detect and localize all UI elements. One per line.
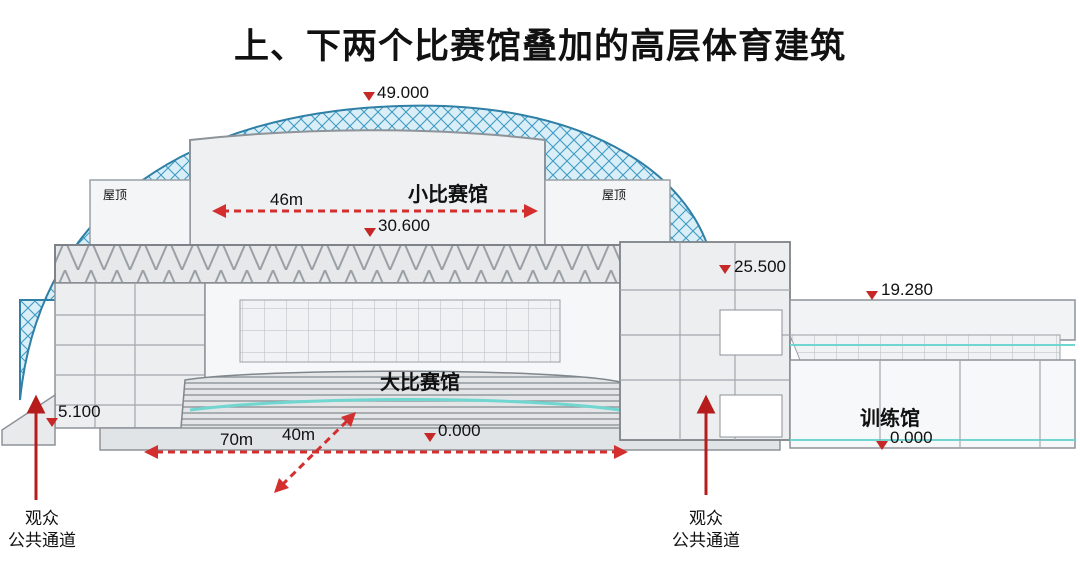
elevation-tower-label: 25.500: [734, 257, 786, 276]
big-arena-seating: [179, 370, 631, 446]
roof-label-left: 屋顶: [103, 188, 128, 202]
elevation-training-floor-label: 0.000: [890, 428, 933, 447]
public-passage-left: 观众 公共通道: [2, 508, 82, 552]
public-passage-right: 观众 公共通道: [664, 508, 748, 552]
public-passage-right-line2: 公共通道: [672, 531, 740, 550]
small-arena-label: 小比赛馆: [408, 184, 488, 206]
training-hall: [789, 359, 1076, 449]
training-hall-label: 训练馆: [860, 408, 920, 430]
arena-floor-cyan: [189, 398, 621, 412]
tower-window-lower: [719, 394, 783, 438]
elev-marker-25500: [719, 265, 731, 274]
small-arena-box: [189, 129, 546, 246]
main-truss: [54, 244, 696, 284]
elevation-markers: [46, 92, 888, 450]
elev-marker-19280: [866, 291, 878, 300]
elevation-arena-floor-label: 0.000: [438, 421, 481, 440]
big-width-label: 40m: [282, 425, 316, 444]
dim-arrow-40m: [280, 418, 350, 487]
training-roof-deck: [789, 334, 1061, 361]
big-arena-ceiling: [239, 299, 561, 363]
small-span-label: 46m: [270, 190, 304, 209]
elevation-training-roof-label: 19.280: [881, 280, 933, 299]
big-arena-label: 大比赛馆: [380, 372, 460, 394]
roof-block-left: [89, 179, 191, 246]
page-title: 上、下两个比赛馆叠加的高层体育建筑: [233, 27, 846, 67]
roof-label-right: 屋顶: [602, 188, 627, 202]
public-passage-left-line2: 公共通道: [8, 531, 76, 550]
elevation-stand-label: 5.100: [58, 402, 101, 421]
training-roof: [789, 299, 1076, 341]
elev-marker-training: [876, 441, 888, 450]
elev-marker-arena: [424, 433, 436, 442]
big-length-label: 70m: [220, 430, 254, 449]
left-stairs: [1, 393, 56, 446]
elev-marker-30600: [364, 228, 376, 237]
elevation-top-label: 49.000: [377, 83, 429, 102]
elevation-small-floor-label: 30.600: [378, 216, 430, 235]
elev-marker-5100: [46, 418, 58, 427]
elev-marker-top: [363, 92, 375, 101]
tower-window: [719, 309, 783, 356]
public-passage-right-line1: 观众: [689, 509, 723, 528]
public-passage-left-line1: 观众: [25, 509, 59, 528]
roof-block-right: [544, 179, 671, 246]
public-passage-arrows: [26, 394, 716, 500]
